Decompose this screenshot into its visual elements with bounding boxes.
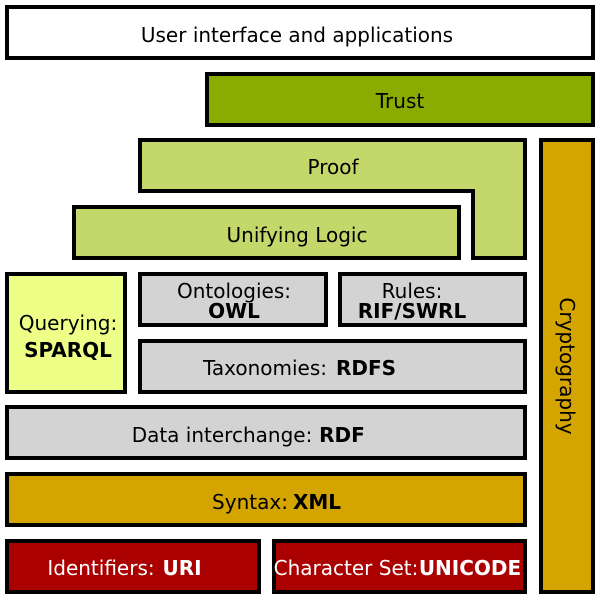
layer-ontologies-label: Ontologies: (177, 279, 291, 303)
layer-rules-tech: RIF/SWRL (358, 299, 467, 323)
layer-data-interchange-label: Data interchange: (132, 423, 313, 447)
layer-proof-label: Proof (307, 155, 359, 179)
layer-syntax-box (5, 472, 527, 527)
layer-rules-label: Rules: (382, 279, 443, 303)
layer-syntax-tech: XML (293, 490, 341, 514)
layer-taxonomies-box (138, 339, 527, 394)
layer-ontologies: Ontologies: OWL (138, 272, 328, 327)
layer-user-interface-label: User interface and applications (141, 23, 453, 47)
layer-querying: Querying: SPARQL (5, 272, 127, 394)
layer-syntax: Syntax: XML (5, 472, 527, 527)
layer-querying-box (5, 272, 127, 394)
layer-proof: Proof (138, 138, 527, 260)
layer-data-interchange: Data interchange: RDF (5, 405, 527, 460)
layer-data-interchange-box (5, 405, 527, 460)
layer-identifiers-label: Identifiers: (47, 556, 154, 580)
layer-user-interface-box (5, 5, 595, 60)
layer-identifiers-box (5, 539, 261, 594)
layer-rules: Rules: RIF/SWRL (338, 272, 527, 327)
layer-identifiers: Identifiers: URI (5, 539, 261, 594)
layer-ontologies-tech: OWL (208, 299, 260, 323)
layer-cryptography-label: Cryptography (555, 297, 579, 434)
layer-syntax-label: Syntax: (212, 490, 288, 514)
layer-taxonomies-tech: RDFS (336, 356, 396, 380)
layer-unifying-logic: Unifying Logic (72, 205, 461, 260)
layer-querying-tech: SPARQL (24, 338, 112, 362)
layer-character-set: Character Set: UNICODE (272, 539, 527, 594)
layer-unifying-logic-label: Unifying Logic (227, 223, 368, 247)
layer-trust-label: Trust (375, 89, 425, 113)
layer-unifying-logic-box (72, 205, 461, 260)
layer-cryptography-box (539, 138, 595, 594)
layer-character-set-box (272, 539, 527, 594)
layer-trust-box (205, 72, 595, 127)
layer-proof-shape (138, 138, 527, 260)
layer-ontologies-box (138, 272, 328, 327)
layer-taxonomies-label: Taxonomies: (202, 356, 327, 380)
layer-character-set-label: Character Set: (274, 556, 419, 580)
layer-querying-label: Querying: (19, 311, 117, 335)
layer-cryptography: Cryptography (539, 138, 595, 594)
layer-identifiers-tech: URI (162, 556, 201, 580)
layer-user-interface: User interface and applications (5, 5, 595, 60)
layer-rules-box (338, 272, 527, 327)
layer-data-interchange-tech: RDF (319, 423, 365, 447)
layer-taxonomies: Taxonomies: RDFS (138, 339, 527, 394)
layer-character-set-tech: UNICODE (419, 556, 521, 580)
layer-trust: Trust (205, 72, 595, 127)
